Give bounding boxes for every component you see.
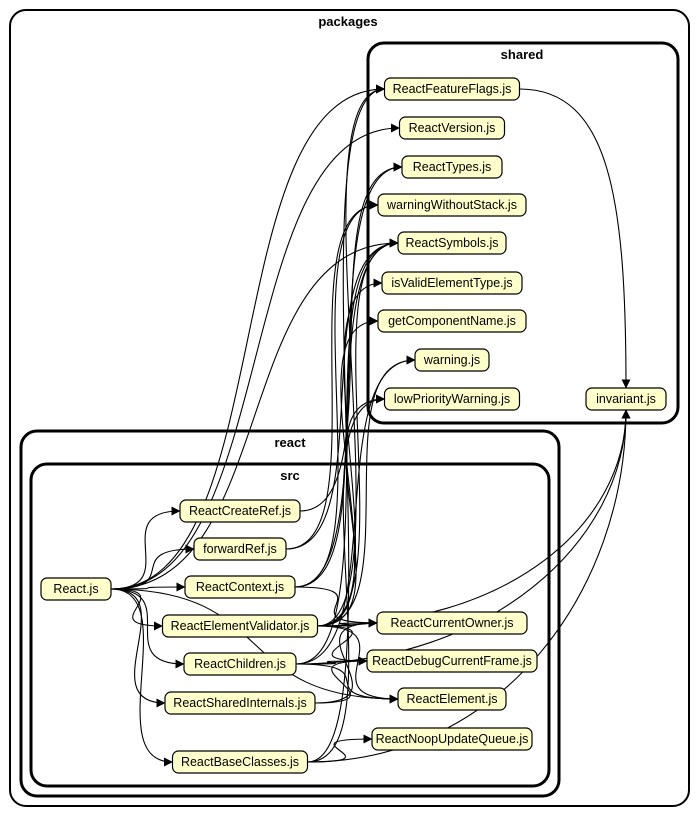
- node-react-debug-current-frame: ReactDebugCurrentFrame.js: [366, 649, 538, 673]
- edge-react-base-classes-to-invariant: [307, 409, 631, 763]
- node-layer: React.jsReactCreateRef.jsforwardRef.jsRe…: [40, 77, 667, 774]
- node-react-js: React.js: [40, 577, 112, 601]
- edge-react-js-to-react-element: [110, 588, 399, 704]
- node-label: ReactFeatureFlags.js: [393, 82, 512, 96]
- node-box: [397, 687, 507, 711]
- node-label: ReactVersion.js: [409, 121, 496, 135]
- cluster-src-label: src: [280, 468, 300, 483]
- node-box: [193, 537, 287, 561]
- node-label: ReactElementValidator.js: [171, 619, 310, 633]
- node-label: ReactTypes.js: [413, 160, 492, 174]
- node-box: [161, 614, 319, 638]
- node-react-noop-update-queue: ReactNoopUpdateQueue.js: [371, 727, 533, 751]
- node-box: [383, 77, 521, 101]
- cluster-shared-label: shared: [501, 47, 544, 62]
- cluster-react-label: react: [274, 435, 306, 450]
- node-react-symbols: ReactSymbols.js: [397, 231, 507, 255]
- node-box: [398, 116, 506, 140]
- node-box: [40, 577, 112, 601]
- node-forward-ref: forwardRef.js: [193, 537, 287, 561]
- node-label: ReactCurrentOwner.js: [391, 616, 514, 630]
- node-box: [366, 649, 538, 673]
- node-box: [184, 575, 296, 599]
- edge-react-base-classes-to-react-feature-flags: [307, 84, 385, 763]
- node-label: warning.js: [423, 353, 480, 367]
- edge-react-element-validator-to-is-valid-element-type: [317, 278, 383, 627]
- edge-forward-ref-to-warning-without-stack: [285, 200, 379, 550]
- edge-react-context-to-warning-without-stack: [294, 200, 379, 588]
- edge-react-js-to-react-create-ref: [110, 506, 181, 590]
- edge-react-js-to-react-version: [110, 123, 400, 590]
- node-label: invariant.js: [596, 392, 656, 406]
- node-label: ReactNoopUpdateQueue.js: [376, 732, 529, 746]
- edge-react-js-to-react-base-classes: [110, 588, 173, 767]
- node-box: [377, 193, 527, 217]
- edge-react-js-to-react-context: [110, 582, 186, 592]
- node-react-element: ReactElement.js: [397, 687, 507, 711]
- node-box: [401, 155, 503, 179]
- node-warning: warning.js: [414, 348, 490, 372]
- node-label: getComponentName.js: [388, 314, 516, 328]
- node-is-valid-element-type: isValidElementType.js: [381, 271, 523, 295]
- node-box: [381, 271, 523, 295]
- node-label: ReactCreateRef.js: [189, 504, 291, 518]
- node-label: ReactChildren.js: [194, 657, 286, 671]
- node-label: ReactSymbols.js: [405, 236, 498, 250]
- node-react-context: ReactContext.js: [184, 575, 296, 599]
- node-react-current-owner: ReactCurrentOwner.js: [376, 611, 528, 635]
- edge-react-element-validator-to-low-priority-warning: [317, 394, 385, 627]
- node-box: [383, 387, 521, 411]
- node-label: ReactContext.js: [196, 580, 284, 594]
- edge-react-feature-flags-to-invariant: [519, 88, 631, 389]
- node-react-element-validator: ReactElementValidator.js: [161, 614, 319, 638]
- node-label: ReactSharedInternals.js: [173, 696, 306, 710]
- node-box: [397, 231, 507, 255]
- node-label: ReactDebugCurrentFrame.js: [372, 654, 532, 668]
- node-box: [371, 727, 533, 751]
- edge-react-base-classes-to-low-priority-warning: [307, 394, 385, 763]
- node-react-children: ReactChildren.js: [183, 652, 297, 676]
- node-label: React.js: [53, 582, 98, 596]
- node-box: [179, 499, 301, 523]
- cluster-packages-label: packages: [318, 14, 377, 29]
- node-react-shared-internals: ReactSharedInternals.js: [164, 691, 316, 715]
- edge-layer: [110, 84, 631, 767]
- node-box: [376, 611, 528, 635]
- edge-react-context-to-react-current-owner: [294, 586, 378, 628]
- edge-react-js-to-react-feature-flags: [110, 84, 385, 590]
- node-low-priority-warning: lowPriorityWarning.js: [383, 387, 521, 411]
- node-label: isValidElementType.js: [391, 276, 512, 290]
- node-react-types: ReactTypes.js: [401, 155, 503, 179]
- edge-react-children-to-react-element: [295, 663, 399, 704]
- node-react-base-classes: ReactBaseClasses.js: [171, 750, 309, 774]
- node-label: lowPriorityWarning.js: [394, 392, 510, 406]
- node-get-component-name: getComponentName.js: [377, 309, 527, 333]
- edge-react-children-to-warning: [295, 355, 416, 665]
- node-label: warningWithoutStack.js: [386, 198, 517, 212]
- node-label: ReactBaseClasses.js: [181, 755, 299, 769]
- edge-forward-ref-to-react-symbols: [285, 238, 399, 550]
- edge-react-element-validator-to-react-debug-current-frame: [317, 625, 368, 666]
- edge-react-js-to-react-shared-internals: [110, 588, 166, 708]
- node-box: [377, 309, 527, 333]
- node-label: forwardRef.js: [203, 542, 277, 556]
- node-react-create-ref: ReactCreateRef.js: [179, 499, 301, 523]
- node-box: [414, 348, 490, 372]
- node-react-version: ReactVersion.js: [398, 116, 506, 140]
- edge-react-js-to-react-children: [110, 588, 185, 669]
- node-invariant: invariant.js: [585, 387, 667, 411]
- node-box: [183, 652, 297, 676]
- node-box: [171, 750, 309, 774]
- edge-react-children-to-react-debug-current-frame: [295, 656, 368, 666]
- node-label: ReactElement.js: [406, 692, 497, 706]
- node-warning-without-stack: warningWithoutStack.js: [377, 193, 527, 217]
- node-box: [164, 691, 316, 715]
- node-box: [585, 387, 667, 411]
- node-react-feature-flags: ReactFeatureFlags.js: [383, 77, 521, 101]
